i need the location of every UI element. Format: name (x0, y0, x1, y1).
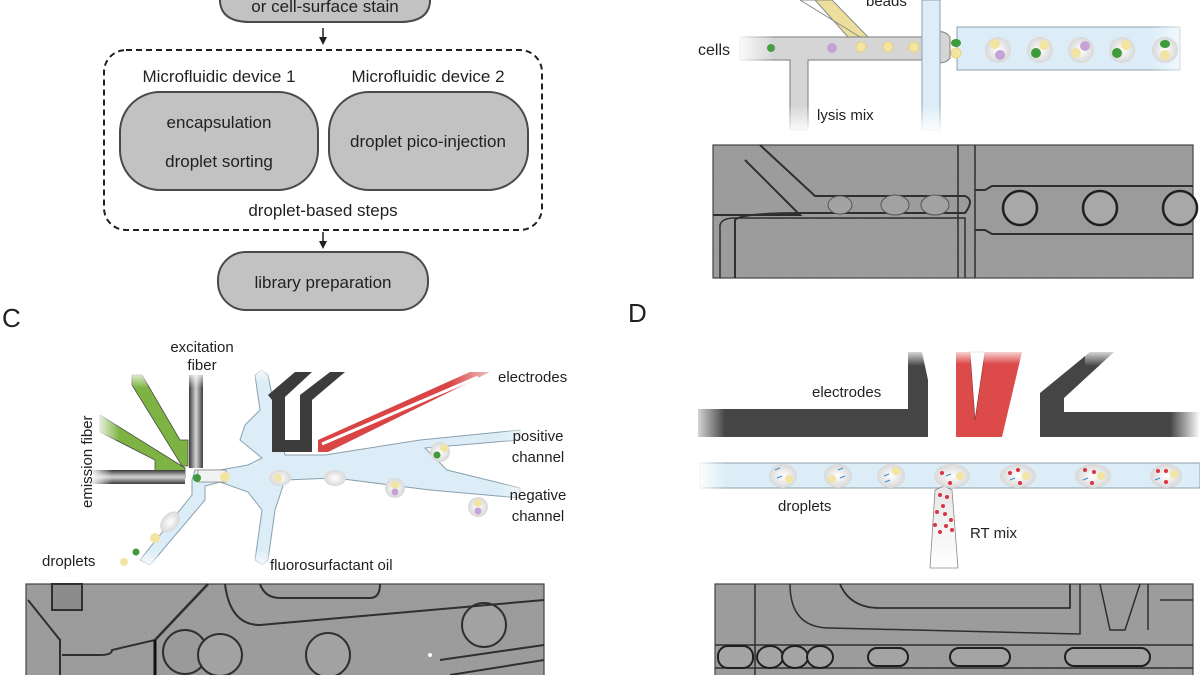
lysed-cell-icon (827, 43, 837, 53)
rt-mix-injector (929, 485, 959, 569)
droplets-label: droplets (778, 498, 831, 515)
cell-icon (951, 39, 961, 47)
droplets-label: droplets (42, 553, 95, 570)
device1-step-encapsulation: encapsulation (167, 113, 272, 132)
bead-icon (908, 41, 920, 53)
droplet (1000, 464, 1036, 488)
electrodes-label: electrodes (498, 369, 567, 386)
panel-d-letter: D (628, 298, 647, 328)
droplet (160, 511, 180, 533)
panel-d-picoinjection-schematic: D electrodes RT mix droplets (628, 298, 1200, 675)
detected-cell-icon (193, 474, 201, 482)
droplet (824, 464, 852, 488)
lysis-mix-label: lysis mix (817, 107, 874, 124)
arrow-down-icon (319, 232, 327, 249)
fluorosurfactant-oil-label: fluorosurfactant oil (270, 557, 393, 574)
device2-box: droplet pico-injection (328, 91, 529, 191)
top-step-box: or cell-surface stain (219, 0, 431, 23)
device1-box: encapsulation droplet sorting (119, 91, 319, 191)
panel-b-encapsulation-schematic: beads cells lysis mix (698, 0, 1200, 279)
droplet-steps-group-border (103, 49, 543, 231)
droplet (1068, 37, 1094, 63)
negative-channel-label-line1: negative (510, 487, 567, 504)
bead-icon (882, 41, 894, 53)
device2-step-picoinjection: droplet pico-injection (350, 132, 506, 151)
droplet (877, 464, 905, 488)
emission-fiber-label: emission fiber (79, 415, 96, 508)
droplet (1027, 37, 1053, 63)
negative-channel-label-line2: channel (512, 508, 565, 525)
droplet (150, 533, 160, 543)
droplet (934, 464, 970, 488)
cells-label: cells (698, 42, 730, 59)
excitation-fiber-label-line1: excitation (170, 339, 233, 356)
device1-title: Microfluidic device 1 (142, 67, 295, 86)
device1-step-sorting: droplet sorting (165, 152, 273, 171)
emission-fiber (92, 470, 185, 484)
left-electrode (698, 352, 928, 437)
excitation-fiber-housing (131, 374, 189, 467)
bead-icon (855, 41, 867, 53)
droplet-list (985, 37, 1178, 63)
top-step-text: or cell-surface stain (251, 0, 398, 16)
library-preparation-text: library preparation (254, 273, 391, 292)
droplet (269, 470, 291, 486)
positive-channel-label-line2: channel (512, 449, 565, 466)
excitation-fiber-label-line2: fiber (187, 357, 216, 374)
rt-mix-label: RT mix (970, 525, 1017, 542)
droplet (1075, 464, 1111, 488)
rt-mix-particles (933, 493, 954, 534)
injection-electrode (956, 352, 1022, 437)
droplet (385, 478, 405, 498)
arrow-down-icon (319, 28, 327, 45)
cell-icon (767, 44, 775, 52)
bead-icon (220, 472, 230, 482)
positive-channel-label-line1: positive (513, 428, 564, 445)
droplet (985, 37, 1011, 63)
beads-label: beads (866, 0, 907, 10)
droplet (120, 548, 140, 566)
droplet (1152, 37, 1178, 63)
panel-a-flowchart: or cell-surface stain Microfluidic devic… (103, 0, 543, 311)
droplet-list (769, 464, 1182, 488)
droplet (1109, 37, 1135, 63)
droplet (468, 497, 488, 517)
excitation-fiber (189, 375, 203, 468)
bead-icon (950, 47, 962, 59)
right-electrode (1040, 352, 1200, 437)
droplet (1150, 464, 1182, 488)
droplet-steps-caption: droplet-based steps (248, 201, 397, 220)
sorting-electrode (318, 372, 490, 452)
beads-inlet-channel (800, 0, 870, 38)
panel-c-letter: C (2, 303, 21, 333)
panel-b-micrograph (712, 144, 1199, 279)
droplet (769, 464, 797, 488)
ground-electrode (268, 372, 345, 452)
library-preparation-box: library preparation (217, 251, 429, 311)
panel-d-micrograph (714, 583, 1194, 675)
panel-c-micrograph (25, 583, 545, 675)
droplet (324, 470, 346, 486)
droplet (430, 442, 450, 462)
device2-title: Microfluidic device 2 (351, 67, 504, 86)
electrodes-label: electrodes (812, 384, 881, 401)
panel-c-sorting-schematic: C excitation fiber emission fiber electr… (2, 303, 567, 675)
